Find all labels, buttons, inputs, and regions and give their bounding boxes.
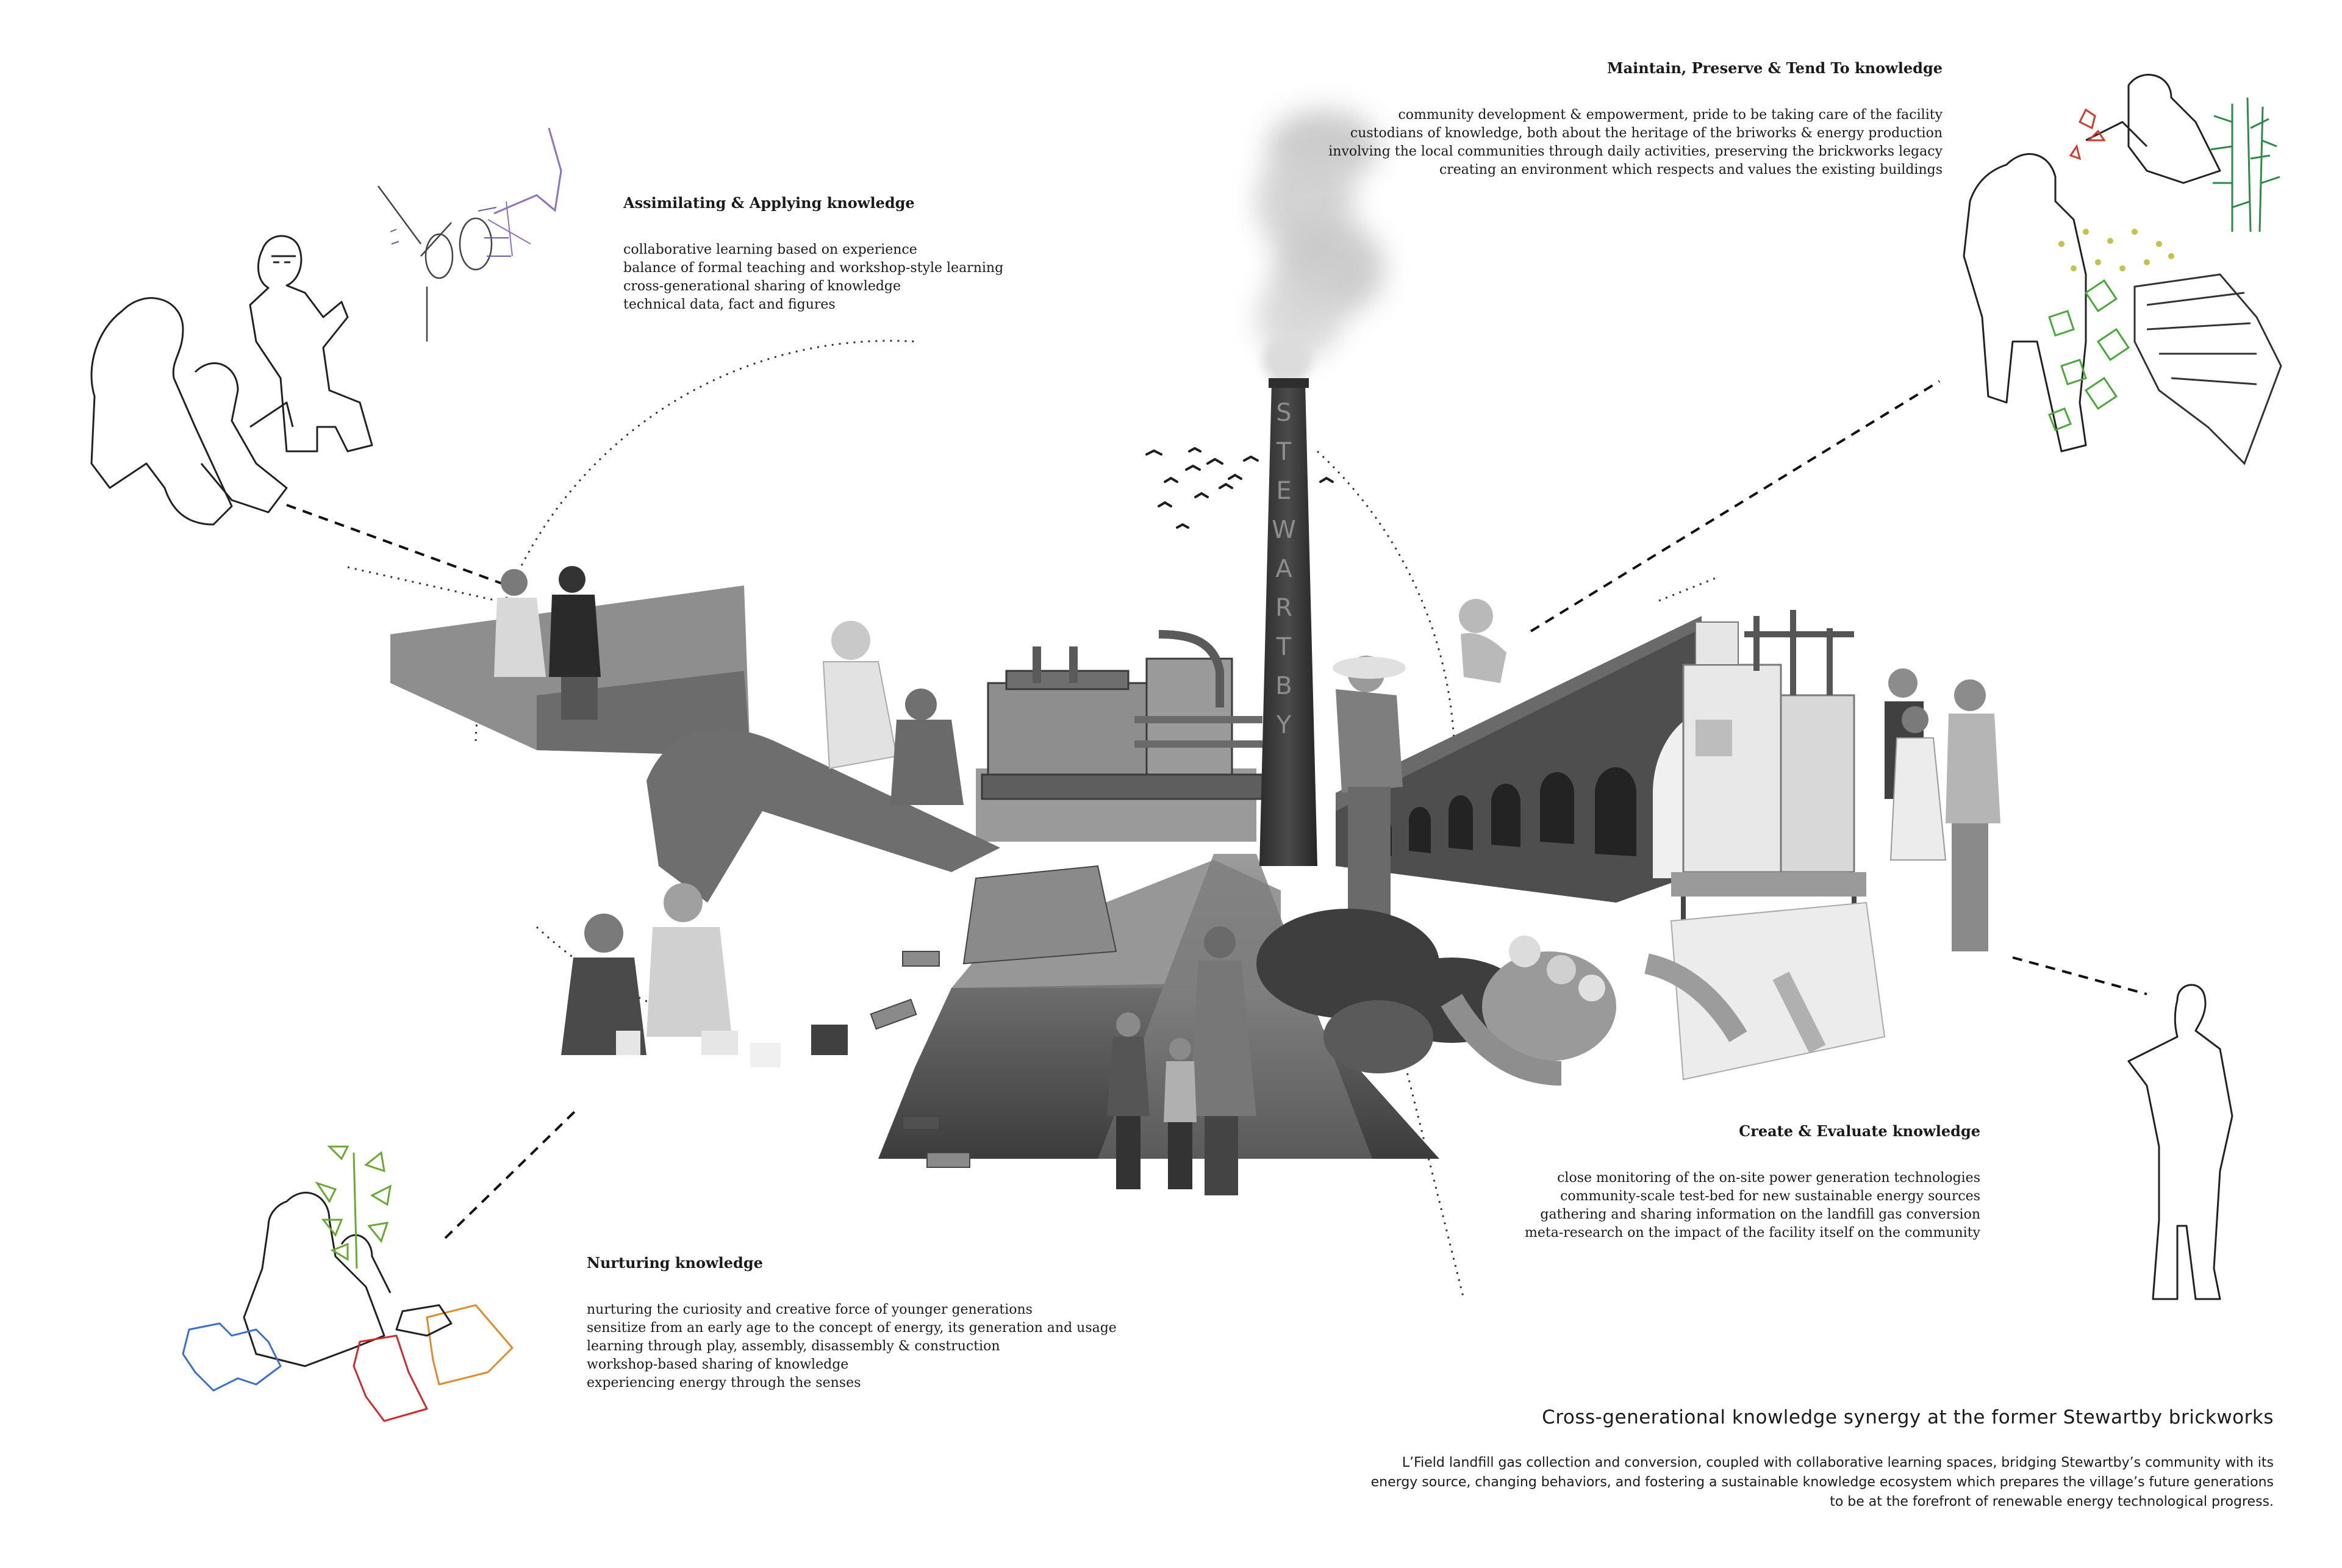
plant-icon bbox=[315, 1145, 392, 1269]
toy-blocks-icon bbox=[182, 1304, 514, 1422]
hands-on-paper bbox=[1644, 901, 1886, 1081]
main-description-line: to be at the forefront of renewable ener… bbox=[1830, 1494, 2274, 1509]
ivy-icon bbox=[2048, 108, 2282, 465]
section-line: community development & empowerment, pri… bbox=[1398, 107, 1943, 123]
photo-people bbox=[390, 566, 2000, 1195]
section-title: Maintain, Preserve & Tend To knowledge bbox=[1607, 59, 1943, 77]
section-title: Create & Evaluate knowledge bbox=[1739, 1122, 1980, 1140]
chimney-letter: T bbox=[1276, 438, 1300, 466]
steps-couple bbox=[390, 566, 750, 756]
main-title: Cross-generational knowledge synergy at … bbox=[1542, 1406, 2274, 1428]
section-line: meta-research on the impact of the facil… bbox=[1525, 1225, 1980, 1240]
connector-assimilating bbox=[286, 504, 513, 589]
mother-children-walking bbox=[1107, 926, 1256, 1195]
wind-turbine-exploded-diagram bbox=[377, 127, 562, 342]
orbit-dotted-circle bbox=[347, 340, 1721, 1300]
section-create: Create & Evaluate knowledge close monito… bbox=[1525, 1122, 1980, 1242]
section-line: nurturing the curiosity and creative for… bbox=[587, 1302, 1033, 1317]
chimney-letter: R bbox=[1275, 594, 1301, 622]
chimney-letter: Y bbox=[1276, 711, 1300, 739]
gardener-man bbox=[1333, 656, 1406, 927]
gardener-outline bbox=[1963, 74, 2221, 453]
section-title: Assimilating & Applying knowledge bbox=[623, 194, 915, 212]
section-nurturing: Nurturing knowledge nurturing the curios… bbox=[587, 1254, 1117, 1392]
gardener-woman bbox=[1459, 599, 1506, 683]
main-description: L’Field landfill gas collection and conv… bbox=[1371, 1453, 2274, 1512]
section-line: learning through play, assembly, disasse… bbox=[587, 1339, 1000, 1354]
section-line: gathering and sharing information on the… bbox=[1540, 1207, 1980, 1222]
birds-flock-icon bbox=[1145, 446, 1334, 529]
chimney-letter: W bbox=[1272, 516, 1305, 544]
chimney-letter: A bbox=[1275, 555, 1300, 583]
connector-maintain bbox=[1530, 380, 1941, 632]
bamboo-icon bbox=[2210, 97, 2280, 232]
section-line: collaborative learning based on experien… bbox=[623, 242, 917, 257]
children-blocks bbox=[561, 883, 848, 1067]
section-line: close monitoring of the on-site power ge… bbox=[1557, 1170, 1980, 1186]
mother-child-outline bbox=[243, 1192, 392, 1367]
smoke-plume bbox=[1256, 110, 1384, 384]
section-line: balance of formal teaching and workshop-… bbox=[623, 260, 1004, 276]
chimney-letter: T bbox=[1276, 633, 1300, 661]
section-line: creating an environment which respects a… bbox=[1439, 162, 1943, 177]
connector-create bbox=[2012, 956, 2147, 995]
section-line: community-scale test-bed for new sustain… bbox=[1560, 1189, 1980, 1204]
chimney-letter: B bbox=[1275, 672, 1300, 700]
chimney-letter: E bbox=[1276, 477, 1300, 505]
elderly-woman-outline bbox=[249, 235, 373, 453]
section-line: technical data, fact and figures bbox=[623, 297, 836, 312]
section-assimilating: Assimilating & Applying knowledge collab… bbox=[623, 194, 1003, 314]
seated-couple-outline bbox=[90, 297, 294, 526]
section-line: workshop-based sharing of knowledge bbox=[587, 1357, 849, 1372]
main-description-line: energy source, changing behaviors, and f… bbox=[1370, 1475, 2274, 1490]
section-line: experiencing energy through the senses bbox=[587, 1375, 861, 1391]
section-maintain: Maintain, Preserve & Tend To knowledge c… bbox=[1328, 59, 1943, 179]
chimney-letter: S bbox=[1276, 399, 1300, 427]
engineers bbox=[1885, 668, 2000, 951]
flower-planter bbox=[1441, 936, 1616, 1086]
brick-pile bbox=[870, 865, 1117, 1168]
generator-machine bbox=[1671, 610, 1866, 921]
section-line: cross-generational sharing of knowledge bbox=[623, 279, 901, 294]
standing-man-outline bbox=[2127, 984, 2233, 1300]
section-line: custodians of knowledge, both about the … bbox=[1350, 126, 1943, 141]
industrial-plant bbox=[981, 630, 1264, 800]
section-title: Nurturing knowledge bbox=[587, 1254, 763, 1272]
connector-nurturing bbox=[444, 1109, 578, 1239]
connector-lines bbox=[286, 380, 2147, 1239]
sculpture-boys bbox=[646, 621, 1000, 903]
main-description-line: L’Field landfill gas collection and conv… bbox=[1402, 1455, 2274, 1470]
section-line: involving the local communities through … bbox=[1328, 144, 1943, 159]
section-line: sensitize from an early age to the conce… bbox=[587, 1320, 1117, 1336]
